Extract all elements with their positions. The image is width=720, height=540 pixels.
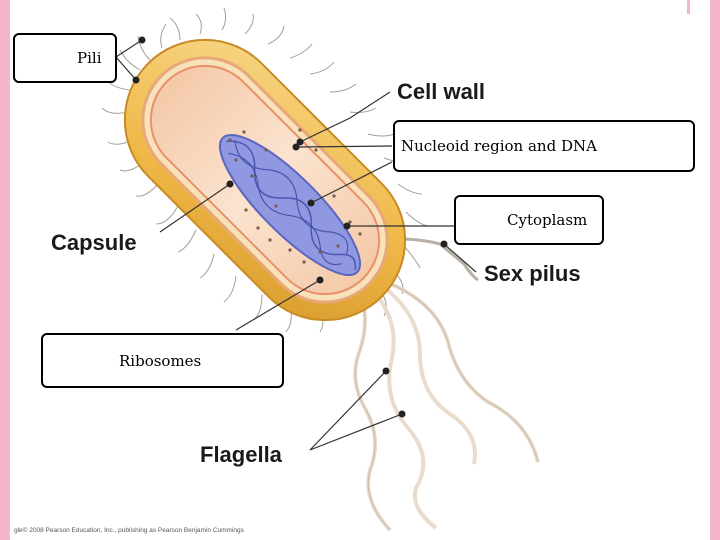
cytoplasm-label-box: Cytoplasm xyxy=(454,195,604,245)
nucleoid-shape xyxy=(218,133,362,277)
leader-lines xyxy=(115,39,477,451)
flagella-shape xyxy=(353,280,540,532)
sex-pilus-label: Sex pilus xyxy=(484,261,581,286)
cell-wall-label: Cell wall xyxy=(397,79,486,104)
pili-hairs xyxy=(101,7,429,333)
leader-dots xyxy=(132,36,448,418)
left-decorative-rail xyxy=(0,0,10,540)
pili-label: Pili xyxy=(77,49,102,67)
right-decorative-rail xyxy=(710,0,720,540)
right-rail-mark xyxy=(687,0,690,14)
ribosomes-label: Ribosomes xyxy=(119,351,202,370)
ribosome-dots xyxy=(228,128,362,264)
flagella-label: Flagella xyxy=(200,442,282,467)
nucleoid-label: Nucleoid region and DNA xyxy=(401,137,597,155)
cytoplasm-label: Cytoplasm xyxy=(507,211,588,229)
capsule-label: Capsule xyxy=(51,230,137,255)
ribosomes-label-box: Ribosomes xyxy=(41,333,284,388)
nucleoid-label-box: Nucleoid region and DNA xyxy=(393,120,695,172)
pili-label-box: Pili xyxy=(13,33,117,83)
copyright-note: gle© 2008 Pearson Education, Inc., publi… xyxy=(14,527,244,534)
